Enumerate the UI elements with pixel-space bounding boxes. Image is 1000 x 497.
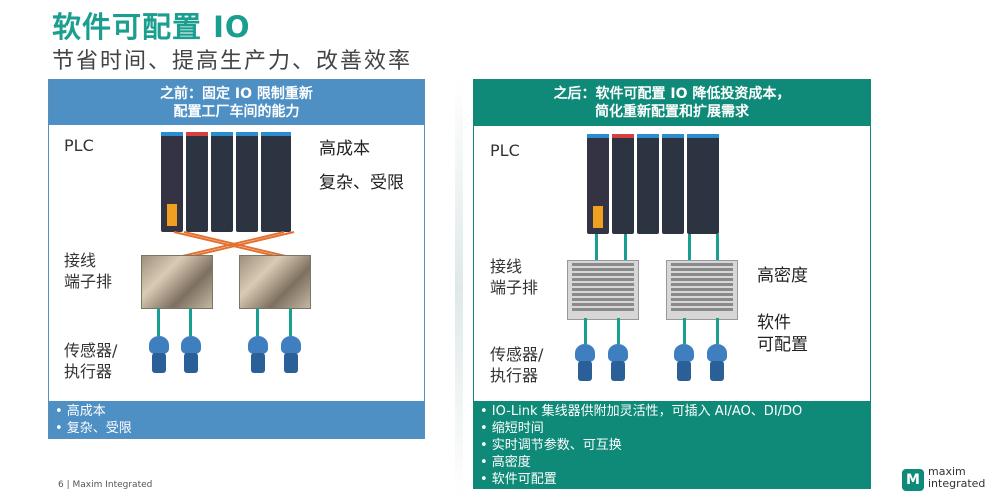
sensor-image <box>705 344 729 384</box>
sensor-image <box>179 336 203 376</box>
sensor-wire <box>716 318 719 344</box>
before-bullet-1: • 高成本 <box>55 404 106 419</box>
sensor-image <box>279 336 303 376</box>
after-bullet-3: • 实时调节参数、可互换 <box>480 438 622 453</box>
after-high-density-label: 高密度 <box>757 266 808 286</box>
after-plc-label: PLC <box>490 141 520 160</box>
after-sensor-label-2: 执行器 <box>490 366 539 385</box>
before-complex-label: 复杂、受限 <box>319 173 404 193</box>
plc-io-module <box>662 134 684 234</box>
plc-io-module <box>211 132 233 232</box>
before-header-line-1: 之前：固定 IO 限制重新 <box>160 86 313 102</box>
plc-indicator <box>593 206 603 228</box>
before-sensor-label-2: 执行器 <box>64 362 113 381</box>
sensor-wire <box>683 318 686 344</box>
io-link-hub-image <box>567 260 639 320</box>
before-panel: 之前：固定 IO 限制重新 配置工厂车间的能力 PLC 高成本 复杂、受限 接线… <box>48 79 425 439</box>
plc-io-module <box>637 134 659 234</box>
sensor-image <box>246 336 270 376</box>
divider-decoration <box>455 80 463 497</box>
after-bullets: • IO-Link 集线器供附加灵活性，可插入 AI/AO、DI/DO • 缩短… <box>474 401 870 488</box>
plc-io-module <box>612 134 634 234</box>
after-terminal-label-1: 接线 <box>490 257 523 276</box>
after-header-line-2: 简化重新配置和扩展需求 <box>595 104 749 120</box>
plc-io-module <box>186 132 208 232</box>
sensor-wire <box>256 308 259 336</box>
plc-terminal-module <box>687 134 719 234</box>
after-bullet-2: • 缩短时间 <box>480 421 544 436</box>
plc-terminal-module <box>261 132 291 232</box>
after-terminal-label-2: 端子排 <box>490 278 539 297</box>
before-bullets: • 高成本 • 复杂、受限 <box>49 401 424 438</box>
after-bullet-1: • IO-Link 集线器供附加灵活性，可插入 AI/AO、DI/DO <box>480 404 803 419</box>
sensor-wire <box>617 318 620 344</box>
terminal-block-image <box>239 255 311 309</box>
after-header-line-1: 之后：软件可配置 IO 降低投资成本， <box>553 86 791 102</box>
plc-wire <box>624 234 627 260</box>
after-bullet-5: • 软件可配置 <box>480 472 557 487</box>
maxim-logo: M maxim integrated <box>902 466 994 494</box>
before-high-cost-label: 高成本 <box>319 139 370 159</box>
plc-wire <box>716 234 719 260</box>
before-header-line-2: 配置工厂车间的能力 <box>173 104 300 120</box>
sensor-image <box>573 344 597 384</box>
page-title: 软件可配置 IO <box>52 10 251 44</box>
before-sensor-label-1: 传感器/ <box>64 341 118 360</box>
after-panel: 之后：软件可配置 IO 降低投资成本， 简化重新配置和扩展需求 PLC 接线 端… <box>473 79 871 489</box>
after-software-label-2: 可配置 <box>757 335 808 355</box>
after-bullet-4: • 高密度 <box>480 455 531 470</box>
plc-cpu-module <box>161 132 183 232</box>
io-link-hub-image <box>666 260 738 320</box>
page-footer: 6 | Maxim Integrated <box>58 480 153 490</box>
before-terminal-label-2: 端子排 <box>64 272 113 291</box>
plc-wire <box>595 234 598 260</box>
plc-wire <box>688 234 691 260</box>
plc-indicator <box>167 204 177 226</box>
page-subtitle: 节省时间、提高生产力、改善效率 <box>52 49 413 74</box>
sensor-image <box>147 336 171 376</box>
crossed-wiring <box>173 231 295 259</box>
before-plc-label: PLC <box>64 136 94 155</box>
after-sensor-label-1: 传感器/ <box>490 345 544 364</box>
before-bullet-2: • 复杂、受限 <box>55 421 132 436</box>
before-plc-image <box>161 132 293 232</box>
after-panel-header: 之后：软件可配置 IO 降低投资成本， 简化重新配置和扩展需求 <box>474 80 870 126</box>
after-plc-image <box>587 134 721 234</box>
sensor-image <box>672 344 696 384</box>
plc-cpu-module <box>587 134 609 234</box>
after-software-label-1: 软件 <box>757 313 791 333</box>
maxim-logo-line-1: maxim <box>928 465 966 478</box>
maxim-logo-line-2: integrated <box>928 477 986 490</box>
sensor-wire <box>189 308 192 336</box>
terminal-block-image <box>141 255 213 309</box>
before-terminal-label-1: 接线 <box>64 251 97 270</box>
maxim-logo-text: maxim integrated <box>928 466 985 490</box>
sensor-wire <box>289 308 292 336</box>
plc-io-module <box>236 132 258 232</box>
sensor-wire <box>157 308 160 336</box>
sensor-image <box>606 344 630 384</box>
sensor-wire <box>584 318 587 344</box>
maxim-logo-mark: M <box>902 469 924 491</box>
before-panel-header: 之前：固定 IO 限制重新 配置工厂车间的能力 <box>49 80 424 125</box>
